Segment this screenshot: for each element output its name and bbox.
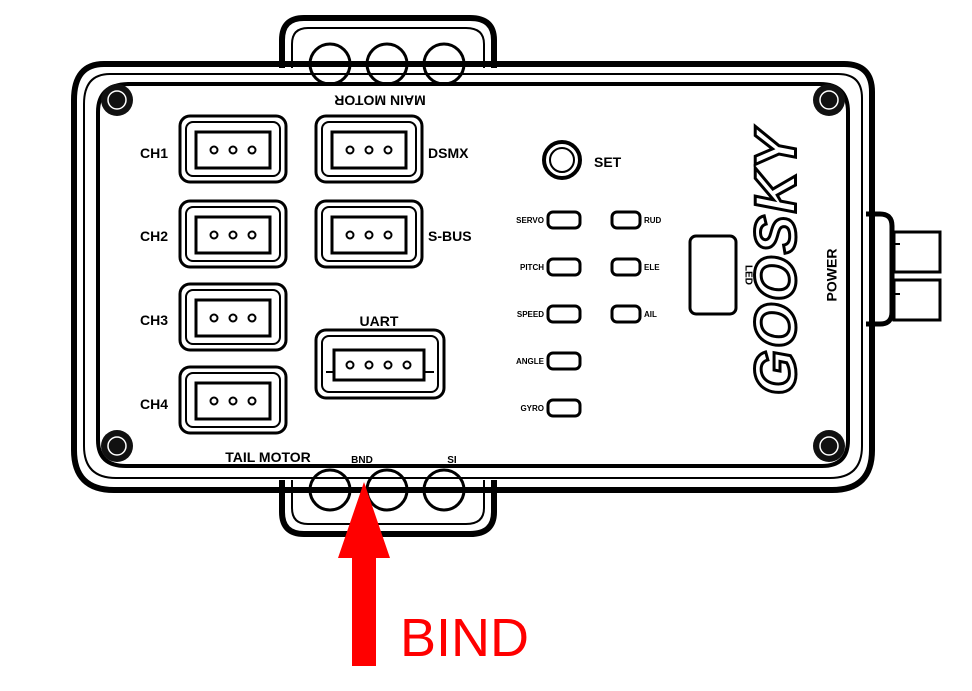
led-label-pitch: PITCH	[520, 263, 544, 272]
led-window	[688, 234, 738, 316]
uart-port	[314, 328, 446, 400]
led-right-column	[610, 210, 642, 324]
ch4-port	[178, 365, 288, 435]
led-label-angle: ANGLE	[516, 357, 545, 366]
sbus-label: S-BUS	[428, 228, 472, 244]
brand-logo: GOOSKY	[743, 125, 808, 395]
uart-label: UART	[360, 313, 399, 329]
led-label-gyro: GYRO	[520, 404, 544, 413]
led-label-ele: ELE	[644, 263, 660, 272]
ch4-label: CH4	[140, 396, 168, 412]
led-left-column	[546, 210, 582, 418]
ch1-port	[178, 114, 288, 184]
main-motor-label: MAIN MOTOR	[334, 92, 426, 108]
ch1-label: CH1	[140, 145, 168, 161]
tail-motor-connector	[279, 468, 497, 537]
corner-screws	[101, 84, 845, 462]
set-button[interactable]	[542, 140, 582, 180]
power-connector	[866, 211, 942, 327]
led-label-rud: RUD	[644, 216, 662, 225]
led-label-servo: SERVO	[516, 216, 544, 225]
tail-motor-label: TAIL MOTOR	[225, 449, 311, 465]
sbus-port	[314, 199, 424, 269]
ch3-port	[178, 282, 288, 352]
ch2-port	[178, 199, 288, 269]
dsmx-label: DSMX	[428, 145, 469, 161]
led-label-ail: AIL	[644, 310, 657, 319]
power-label: POWER	[824, 249, 840, 302]
ch3-label: CH3	[140, 312, 168, 328]
ch2-label: CH2	[140, 228, 168, 244]
bind-arrow	[338, 482, 390, 666]
bind-label: BIND	[400, 608, 529, 668]
enclosure	[71, 61, 875, 493]
set-label: SET	[594, 154, 622, 170]
led-label-speed: SPEED	[517, 310, 544, 319]
bnd-port-label: BND	[351, 455, 373, 466]
led-window-label: LED	[742, 265, 753, 285]
dsmx-port	[314, 114, 424, 184]
si-port-label: SI	[447, 455, 457, 466]
